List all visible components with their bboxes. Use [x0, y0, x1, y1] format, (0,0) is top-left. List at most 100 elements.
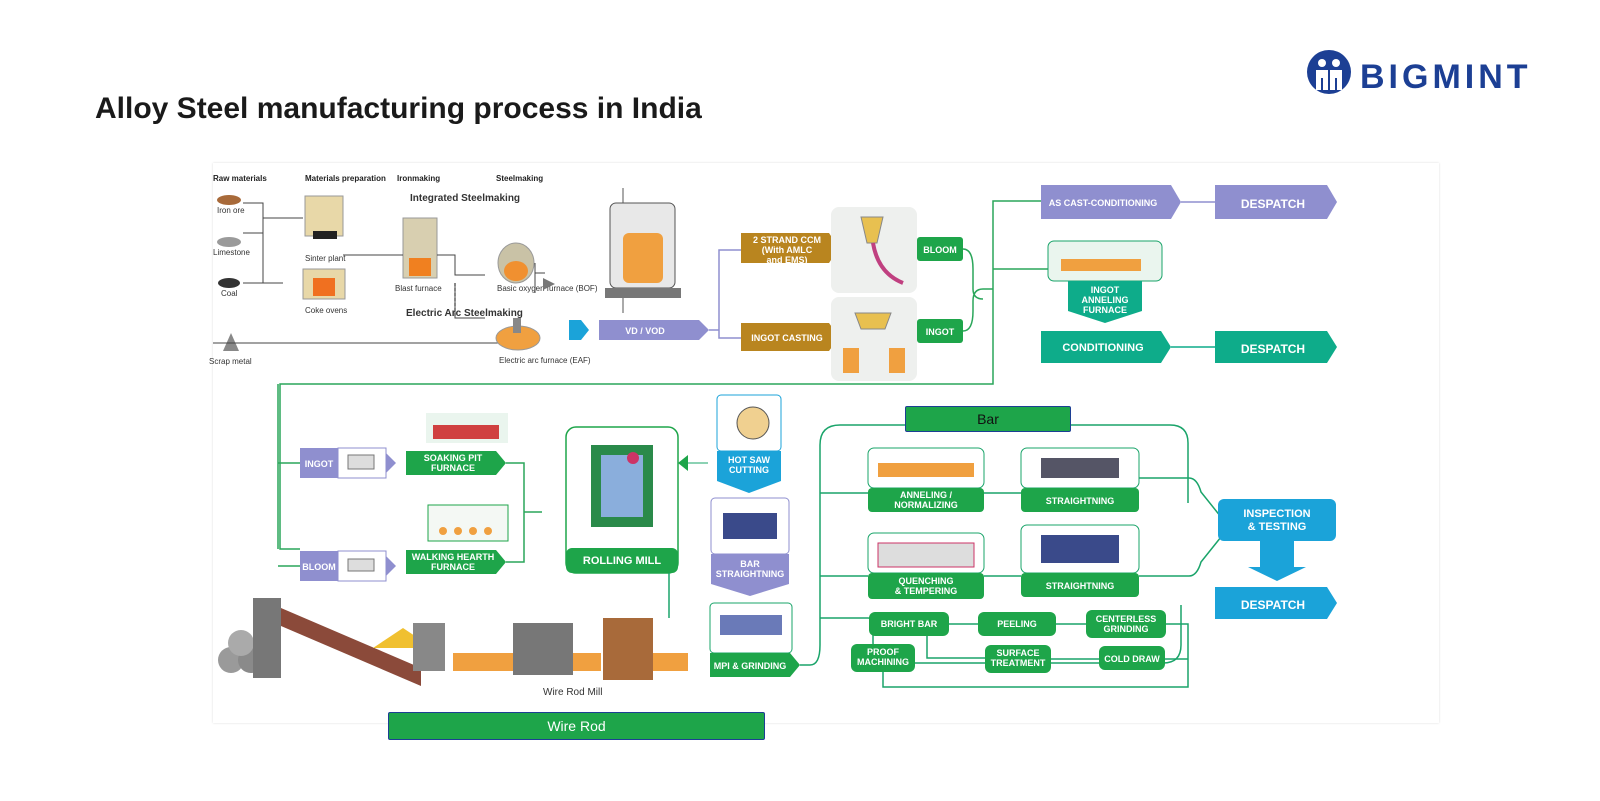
- raw-item: Coal: [221, 289, 238, 298]
- svg-text:QUENCHING: QUENCHING: [898, 576, 953, 586]
- bloom-input-step: [300, 551, 338, 581]
- vd-vod-step: [599, 320, 709, 340]
- anneling-normalizing-step: [868, 488, 984, 512]
- raw-item: Iron ore: [217, 206, 245, 215]
- bloom-icon: [347, 558, 375, 572]
- svg-text:CONDITIONING: CONDITIONING: [1062, 342, 1143, 354]
- electric-arc-label: Electric Arc Steelmaking: [406, 308, 523, 319]
- svg-text:SURFACE: SURFACE: [996, 648, 1039, 658]
- coke-label: Coke ovens: [305, 306, 347, 315]
- brand-name: BIGMINT: [1360, 58, 1532, 96]
- svg-text:BRIGHT BAR: BRIGHT BAR: [881, 619, 938, 629]
- ingot-anneling-furnace-step: [1068, 281, 1142, 323]
- svg-text:DESPATCH: DESPATCH: [1241, 342, 1305, 356]
- svg-text:STRAIGHTNING: STRAIGHTNING: [1046, 496, 1115, 506]
- sinter-label: Sinter plant: [305, 254, 346, 263]
- svg-text:HOT SAW: HOT SAW: [728, 455, 771, 465]
- bar-label: Bar: [905, 406, 1071, 432]
- svg-text:STRAIGHTNING: STRAIGHTNING: [716, 569, 785, 579]
- as-cast-conditioning-step: [1041, 185, 1181, 219]
- header-steelmaking: Steelmaking: [496, 174, 543, 183]
- svg-text:FURNACE: FURNACE: [431, 463, 475, 473]
- svg-text:INGOT CASTING: INGOT CASTING: [751, 333, 823, 343]
- svg-text:DESPATCH: DESPATCH: [1241, 598, 1305, 612]
- coal-icon: [218, 278, 240, 288]
- straightning-step: [1021, 573, 1139, 597]
- svg-text:WALKING HEARTH: WALKING HEARTH: [412, 552, 495, 562]
- wire-rod-label: Wire Rod: [388, 712, 765, 740]
- header-materials-preparation: Materials preparation: [305, 174, 386, 183]
- svg-text:BAR: BAR: [740, 559, 760, 569]
- upstream-schematic: Raw materials Materials preparation Iron…: [209, 174, 598, 366]
- proof-machining-step: [851, 644, 915, 672]
- svg-text:TREATMENT: TREATMENT: [991, 658, 1046, 668]
- svg-text:FURNACE: FURNACE: [1083, 305, 1127, 315]
- wire-rod-mill-illustration: Wire Rod Mill: [218, 598, 688, 698]
- eaf-label: Electric arc furnace (EAF): [499, 356, 591, 365]
- header-ironmaking: Ironmaking: [397, 174, 440, 183]
- hot-saw-cutting-step: [717, 451, 781, 493]
- iron-ore-icon: [217, 195, 241, 205]
- sinter-plant-icon: [304, 195, 344, 237]
- svg-text:FURNACE: FURNACE: [431, 562, 475, 572]
- svg-text:2 STRAND CCM: 2 STRAND CCM: [753, 235, 821, 245]
- peeling-step: [978, 612, 1056, 636]
- mpi-grinding-step: [710, 653, 800, 677]
- process-diagram: Raw materials Materials preparation Iron…: [209, 163, 1439, 723]
- ingot-input-step: [300, 448, 338, 478]
- svg-text:NORMALIZING: NORMALIZING: [894, 500, 958, 510]
- ingot-icon: [347, 454, 375, 470]
- blast-furnace-label: Blast furnace: [395, 284, 442, 293]
- conditioning-step: [1041, 331, 1171, 363]
- svg-text:ANNELING /: ANNELING /: [900, 490, 953, 500]
- surface-treatment-step: [985, 645, 1051, 673]
- cold-draw-step: [1099, 646, 1165, 670]
- despatch-step: [1215, 185, 1337, 219]
- svg-text:& TESTING: & TESTING: [1248, 521, 1307, 533]
- svg-text:CENTERLESS: CENTERLESS: [1096, 614, 1157, 624]
- despatch-step: [1215, 331, 1337, 363]
- svg-text:and EMS): and EMS): [766, 255, 807, 265]
- walking-hearth-icon: [427, 504, 509, 542]
- ingot-step: [917, 319, 963, 343]
- down-arrow-icon: [1248, 541, 1306, 581]
- svg-text:VD / VOD: VD / VOD: [625, 326, 665, 336]
- svg-text:(With AMLC: (With AMLC: [762, 245, 813, 255]
- page-title: Alloy Steel manufacturing process in Ind…: [95, 92, 702, 125]
- integrated-steelmaking-label: Integrated Steelmaking: [410, 193, 520, 204]
- svg-text:MPI & GRINDING: MPI & GRINDING: [714, 661, 787, 671]
- quenching-tempering-step: [868, 573, 984, 599]
- svg-text:ROLLING MILL: ROLLING MILL: [583, 555, 661, 567]
- bright-bar-step: [869, 612, 949, 636]
- straightning-step: [1021, 488, 1139, 512]
- svg-text:PROOF: PROOF: [867, 647, 900, 657]
- svg-text:INSPECTION: INSPECTION: [1243, 508, 1310, 520]
- svg-text:ANNELING: ANNELING: [1082, 295, 1129, 305]
- svg-text:MACHINING: MACHINING: [857, 657, 909, 667]
- ccm-step: [741, 233, 839, 263]
- svg-text:COLD DRAW: COLD DRAW: [1104, 654, 1160, 664]
- svg-text:GRINDING: GRINDING: [1104, 624, 1149, 634]
- bof-label: Basic oxygen furnace (BOF): [497, 284, 598, 293]
- svg-text:INGOT: INGOT: [926, 327, 955, 337]
- svg-text:AS CAST-CONDITIONING: AS CAST-CONDITIONING: [1049, 198, 1158, 208]
- svg-text:INGOT: INGOT: [305, 459, 334, 469]
- walking-hearth-step: [406, 550, 506, 574]
- wire-rod-mill-label: Wire Rod Mill: [543, 687, 602, 698]
- despatch-step: [1215, 587, 1337, 619]
- input-arrow-icon: [569, 320, 589, 340]
- flow-arrow-icon: [543, 278, 555, 290]
- inspection-testing-step: [1218, 499, 1336, 541]
- svg-text:BLOOM: BLOOM: [302, 562, 336, 572]
- svg-text:PEELING: PEELING: [997, 619, 1037, 629]
- header-raw-materials: Raw materials: [213, 174, 267, 183]
- ingot-casting-step: [741, 323, 839, 351]
- svg-text:STRAIGHTNING: STRAIGHTNING: [1046, 581, 1115, 591]
- limestone-icon: [217, 237, 241, 247]
- svg-text:CUTTING: CUTTING: [729, 465, 769, 475]
- bar-straightning-step: [711, 554, 789, 596]
- bloom-step: [917, 237, 963, 261]
- scrap-label: Scrap metal: [209, 357, 252, 366]
- svg-text:SOAKING PIT: SOAKING PIT: [424, 453, 483, 463]
- raw-item: Limestone: [213, 248, 250, 257]
